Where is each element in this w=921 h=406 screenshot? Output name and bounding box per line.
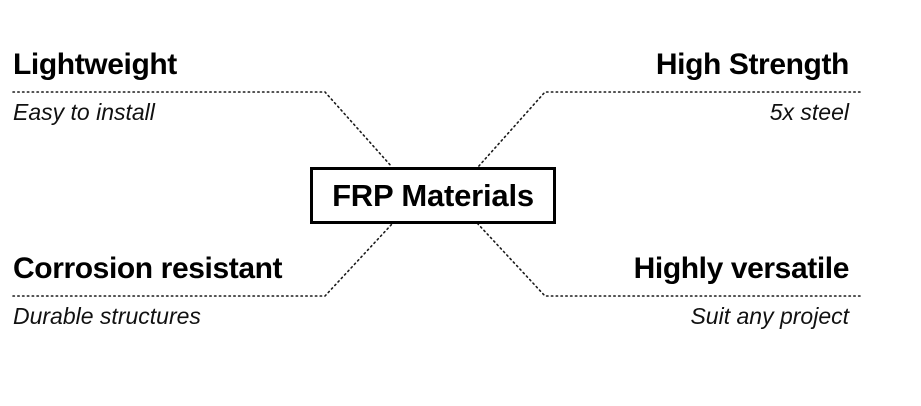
connector-bottom-right xyxy=(477,223,861,297)
connector-bottom-left xyxy=(12,223,393,297)
branch-top-right: High Strength 5x steel xyxy=(488,48,908,126)
branch-bottom-left-subtitle: Durable structures xyxy=(13,303,201,329)
branch-bottom-left: Corrosion resistant Durable structures xyxy=(13,252,433,330)
branch-bottom-left-title: Corrosion resistant xyxy=(13,252,283,285)
branch-top-left-title: Lightweight xyxy=(13,48,177,81)
connector-top-left xyxy=(12,91,393,168)
branch-top-right-subtitle: 5x steel xyxy=(769,99,849,125)
branch-bottom-right: Highly versatile Suit any project xyxy=(488,252,908,330)
connector-top-right xyxy=(477,91,861,168)
center-node-frp-materials: FRP Materials xyxy=(310,167,556,224)
branch-top-right-title: High Strength xyxy=(655,48,850,81)
branch-bottom-right-title: Highly versatile xyxy=(633,252,850,285)
branch-top-left: Lightweight Easy to install xyxy=(13,48,433,126)
center-node-label: FRP Materials xyxy=(332,177,534,213)
branch-top-left-subtitle: Easy to install xyxy=(13,99,155,125)
branch-bottom-right-subtitle: Suit any project xyxy=(690,303,849,329)
